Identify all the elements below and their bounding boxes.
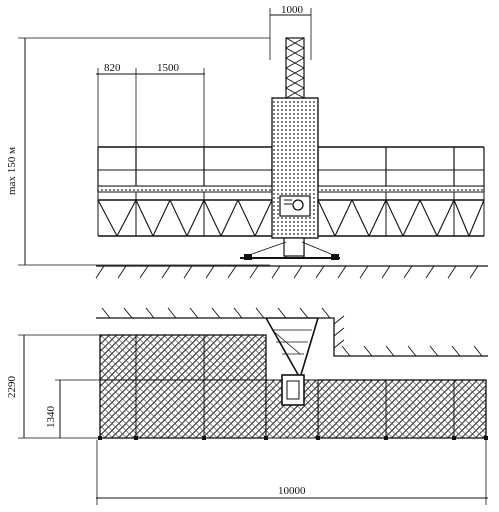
wall-hatch-mark bbox=[321, 307, 331, 319]
ground-hatch-mark bbox=[337, 265, 347, 279]
truss-diagonal bbox=[169, 199, 188, 237]
truss-diagonal bbox=[368, 199, 387, 237]
wall-outline bbox=[96, 307, 488, 357]
wall-hatch-mark bbox=[333, 339, 345, 349]
dim-label-platform-length: 10000 bbox=[278, 485, 306, 497]
dim-label-mast-width: 1000 bbox=[281, 4, 304, 16]
mast-lattice-brace bbox=[285, 57, 305, 69]
wall-hatch-mark bbox=[101, 307, 111, 319]
ground-hatch-mark bbox=[139, 265, 149, 279]
wall-hatch-mark bbox=[429, 345, 439, 357]
truss-diagonal bbox=[254, 199, 273, 237]
wall-hatch-mark bbox=[277, 307, 287, 319]
mast-lattice-brace bbox=[285, 77, 305, 89]
wall-hatch-mark bbox=[123, 307, 133, 319]
mast-lattice-brace bbox=[285, 87, 305, 99]
wall-hatch-mark bbox=[255, 307, 265, 319]
truss-diagonal bbox=[334, 199, 353, 237]
truss-diagonal bbox=[468, 199, 485, 237]
truss-diagonal bbox=[135, 199, 154, 237]
ground-hatch-mark bbox=[117, 265, 127, 279]
truss-diagonal bbox=[116, 199, 137, 237]
dim-label-edge-section: 820 bbox=[104, 62, 121, 74]
dim-platform-length: 10000 bbox=[96, 440, 488, 505]
wall-hatch-mark bbox=[211, 307, 221, 319]
ground-hatch-mark bbox=[293, 265, 303, 279]
mast-lattice-brace bbox=[285, 47, 305, 59]
truss-diagonal bbox=[402, 199, 421, 237]
ground-hatch-mark bbox=[183, 265, 193, 279]
wall-hatch-mark bbox=[333, 327, 345, 337]
truss-diagonal bbox=[237, 199, 256, 237]
dim-max-height: max 150 м bbox=[6, 37, 270, 266]
wall-hatch-mark bbox=[167, 307, 177, 319]
wall-hatch-mark bbox=[385, 345, 395, 357]
ground-hatch-mark bbox=[95, 265, 105, 279]
plan-post-marker bbox=[134, 436, 138, 440]
truss-diagonal bbox=[220, 199, 239, 237]
truss-diagonal bbox=[317, 199, 336, 237]
ground-hatch-mark bbox=[315, 265, 325, 279]
truss-diagonal bbox=[351, 199, 370, 237]
wall-hatch-mark bbox=[189, 307, 199, 319]
mast-base bbox=[240, 237, 340, 260]
ground-line bbox=[95, 265, 488, 279]
dim-label-platform-width: 1340 bbox=[45, 406, 57, 429]
wall-hatch-mark bbox=[333, 315, 345, 325]
wall-hatch-mark bbox=[233, 307, 243, 319]
ground-hatch-mark bbox=[227, 265, 237, 279]
truss-diagonal bbox=[385, 199, 404, 237]
mast-carriage bbox=[271, 97, 319, 239]
plan-post-marker bbox=[264, 436, 268, 440]
plan-post-marker bbox=[316, 436, 320, 440]
ground-hatch-mark bbox=[381, 265, 391, 279]
dim-label-max-height: max 150 м bbox=[6, 147, 18, 195]
elevation-view: 1000 820 1500 max 150 м bbox=[6, 4, 488, 279]
truss-diagonal bbox=[419, 199, 438, 237]
dim-platform-width: 1340 bbox=[45, 379, 100, 438]
dim-label-section-length: 1500 bbox=[157, 62, 180, 74]
ground-hatch-mark bbox=[403, 265, 413, 279]
truss-diagonal bbox=[203, 199, 222, 237]
wall-hatch-mark bbox=[407, 345, 417, 357]
ground-hatch-mark bbox=[447, 265, 457, 279]
truss-diagonal bbox=[436, 199, 455, 237]
truss-diagonal bbox=[453, 199, 470, 237]
ground-hatch-mark bbox=[469, 265, 479, 279]
plan-post-marker bbox=[452, 436, 456, 440]
plan-post-marker bbox=[384, 436, 388, 440]
platform-plan bbox=[98, 334, 488, 440]
dim-label-platform-width-total: 2290 bbox=[6, 376, 18, 399]
mast-lattice-brace bbox=[285, 67, 305, 79]
wall-hatch-mark bbox=[341, 345, 351, 357]
ground-hatch-mark bbox=[359, 265, 369, 279]
ground-hatch-mark bbox=[271, 265, 281, 279]
dim-sections: 820 1500 bbox=[96, 62, 205, 148]
truss-diagonal bbox=[152, 199, 171, 237]
ground-hatch-mark bbox=[205, 265, 215, 279]
plan-view: 2290 1340 10000 bbox=[6, 307, 488, 505]
wall-hatch-mark bbox=[145, 307, 155, 319]
dim-mast-width: 1000 bbox=[269, 4, 312, 60]
ground-hatch-mark bbox=[249, 265, 259, 279]
dim-platform-width-total: 2290 bbox=[6, 334, 100, 439]
truss-diagonal bbox=[97, 199, 118, 237]
plan-post-marker bbox=[484, 436, 488, 440]
wall-hatch-mark bbox=[473, 345, 483, 357]
ground-hatch-mark bbox=[425, 265, 435, 279]
truss-diagonal bbox=[186, 199, 205, 237]
wall-hatch-mark bbox=[363, 345, 373, 357]
wall-hatch-mark bbox=[451, 345, 461, 357]
ground-hatch-mark bbox=[161, 265, 171, 279]
plan-post-marker bbox=[202, 436, 206, 440]
wall-hatch-mark bbox=[299, 307, 309, 319]
mast-lattice-brace bbox=[285, 37, 305, 49]
mast-plan bbox=[265, 317, 319, 406]
